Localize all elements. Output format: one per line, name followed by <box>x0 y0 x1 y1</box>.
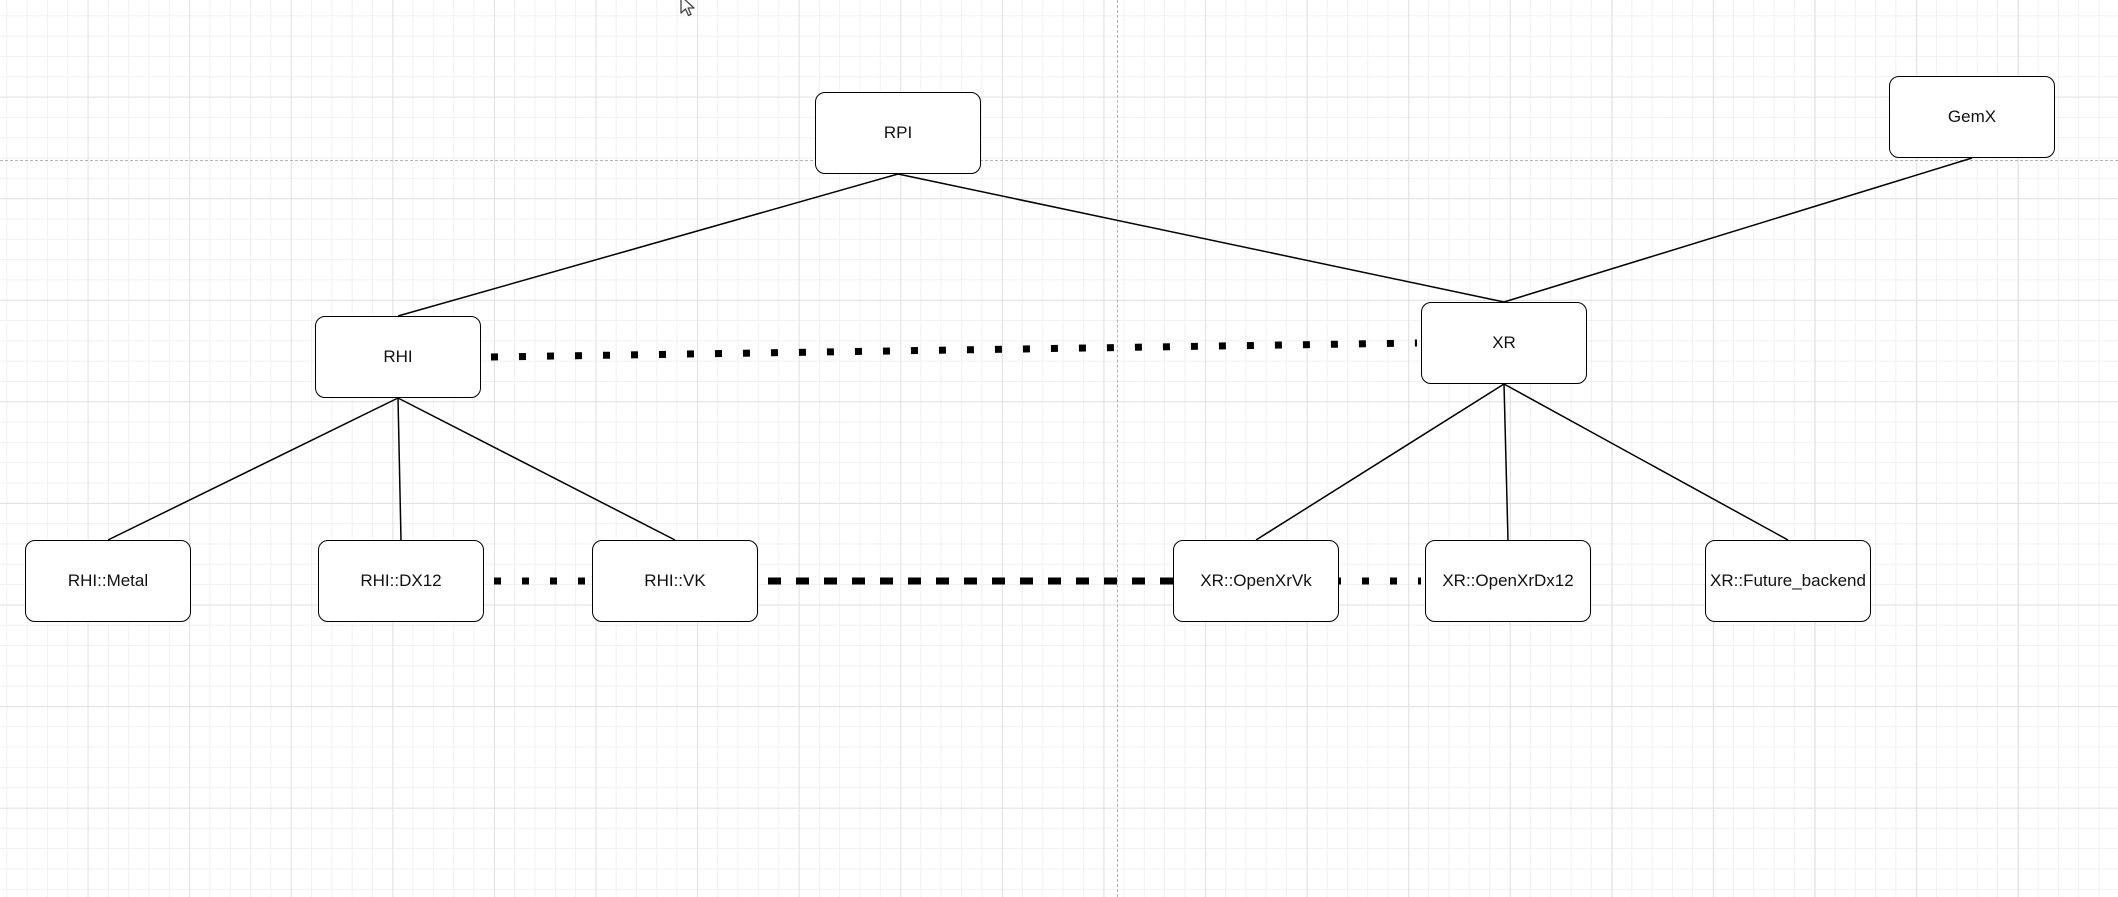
node-label: XR <box>1492 333 1516 352</box>
node-xr-openxrdx12[interactable]: XR::OpenXrDx12 <box>1425 540 1591 622</box>
node-rhi-vk[interactable]: RHI::VK <box>592 540 758 622</box>
connector-rpi-to-xr[interactable] <box>897 173 1505 303</box>
connector-xr-to-xr-future-backend[interactable] <box>1503 383 1789 541</box>
connector-rhi-to-rhi-vk[interactable] <box>397 397 676 541</box>
node-label: RHI::Metal <box>67 571 149 590</box>
node-xr-future-backend[interactable]: XR::Future_backend <box>1705 540 1871 622</box>
node-rpi[interactable]: RPI <box>815 92 981 174</box>
node-gemx[interactable]: GemX <box>1889 76 2055 158</box>
connector-rhi-to-rhi-dx12[interactable] <box>397 397 402 541</box>
node-label: XR::OpenXrVk <box>1200 571 1312 590</box>
node-label: XR::OpenXrDx12 <box>1442 571 1574 590</box>
node-xr[interactable]: XR <box>1421 302 1587 384</box>
arrow-cursor-icon <box>680 0 695 17</box>
node-rhi[interactable]: RHI <box>315 316 481 398</box>
node-rhi-dx12[interactable]: RHI::DX12 <box>318 540 484 622</box>
connector-gemx-to-xr[interactable] <box>1503 157 1973 303</box>
dotted-connector-rhi-to-xr[interactable] <box>490 339 1418 361</box>
node-label: RHI::DX12 <box>360 571 442 590</box>
horizontal-guide-line <box>0 160 2118 161</box>
connector-rhi-to-rhi-metal[interactable] <box>107 397 399 541</box>
node-label: RPI <box>883 123 913 142</box>
connector-xr-to-xr-openxrdx12[interactable] <box>1503 383 1509 541</box>
node-label: XR::Future_backend <box>1710 571 1866 590</box>
connector-rpi-to-rhi[interactable] <box>397 173 899 317</box>
node-label: RHI <box>383 347 413 366</box>
node-xr-openxrvk[interactable]: XR::OpenXrVk <box>1173 540 1339 622</box>
node-rhi-metal[interactable]: RHI::Metal <box>25 540 191 622</box>
vertical-guide-line <box>1117 0 1118 897</box>
node-label: GemX <box>1947 107 1997 126</box>
connector-xr-to-xr-openxrvk[interactable] <box>1255 383 1505 541</box>
node-label: RHI::VK <box>644 571 706 590</box>
